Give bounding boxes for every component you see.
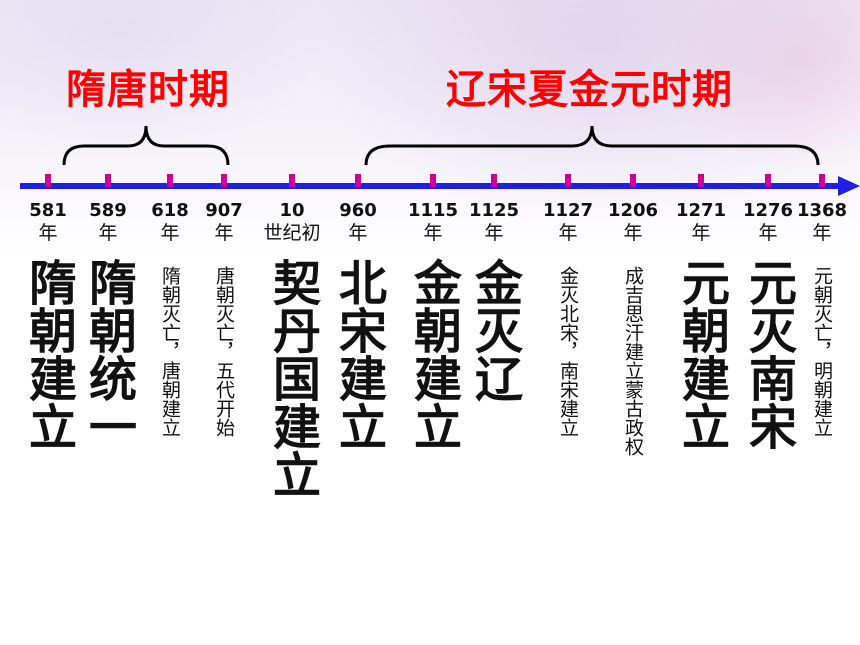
year-unit: 年 [160,222,180,244]
year-value: 581 [29,200,67,221]
tick-event-label: 隋朝建立 [20,258,76,450]
tick-event-label: 金灭辽 [466,258,522,402]
year-unit: 年 [758,222,778,244]
tick-event-label: 隋朝统一 [80,258,136,450]
year-value: 618 [151,200,189,221]
year-unit: 年 [623,222,643,244]
tick-mark [221,174,227,187]
year-unit: 年 [423,222,443,244]
period-label-liao-song-xia-jin-yuan: 辽宋夏金元时期 [446,67,733,113]
tick-event-label: 元朝建立 [673,258,729,450]
tick-event-label: 北宋建立 [330,258,386,450]
year-value: 1271 [675,200,727,221]
tick-mark [45,174,51,187]
tick-event-label: 隋朝灭亡，唐朝建立 [159,266,181,437]
year-value: 10 [279,200,305,221]
year-unit: 年 [484,222,504,244]
tick-mark [491,174,497,187]
tick-mark [430,174,436,187]
tick-mark [819,174,825,187]
year-value: 1115 [407,200,459,221]
tick-event-label: 契丹国建立 [264,258,320,498]
tick-event-label: 金灭北宋，南宋建立 [557,266,579,437]
tick-mark [630,174,636,187]
tick-mark [167,174,173,187]
tick-mark [765,174,771,187]
brace-liao-song-xia-jin-yuan [364,125,820,166]
tick-mark [355,174,361,187]
brace-sui-tang [62,125,230,166]
tick-mark [289,174,295,187]
year-value: 1125 [468,200,520,221]
year-unit: 年 [38,222,58,244]
year-value: 1127 [542,200,594,221]
year-value: 1276 [742,200,794,221]
tick-mark [565,174,571,187]
tick-event-label: 元朝灭亡，明朝建立 [811,266,833,437]
tick-mark [105,174,111,187]
year-unit: 年 [691,222,711,244]
year-unit: 年 [558,222,578,244]
year-value: 907 [205,200,243,221]
period-label-sui-tang: 隋唐时期 [66,67,230,113]
year-unit: 世纪初 [263,222,321,244]
year-unit: 年 [348,222,368,244]
year-value: 1206 [607,200,659,221]
tick-mark [698,174,704,187]
tick-event-label: 元灭南宋 [740,258,796,450]
year-unit: 年 [98,222,118,244]
year-value: 1368 [796,200,848,221]
timeline-arrowhead [838,176,860,196]
year-unit: 年 [812,222,832,244]
year-unit: 年 [214,222,234,244]
year-value: 589 [89,200,127,221]
tick-event-label: 成吉思汗建立蒙古政权 [622,266,644,456]
tick-event-label: 金朝建立 [405,258,461,450]
tick-event-label: 唐朝灭亡，五代开始 [213,266,235,437]
year-value: 960 [339,200,377,221]
